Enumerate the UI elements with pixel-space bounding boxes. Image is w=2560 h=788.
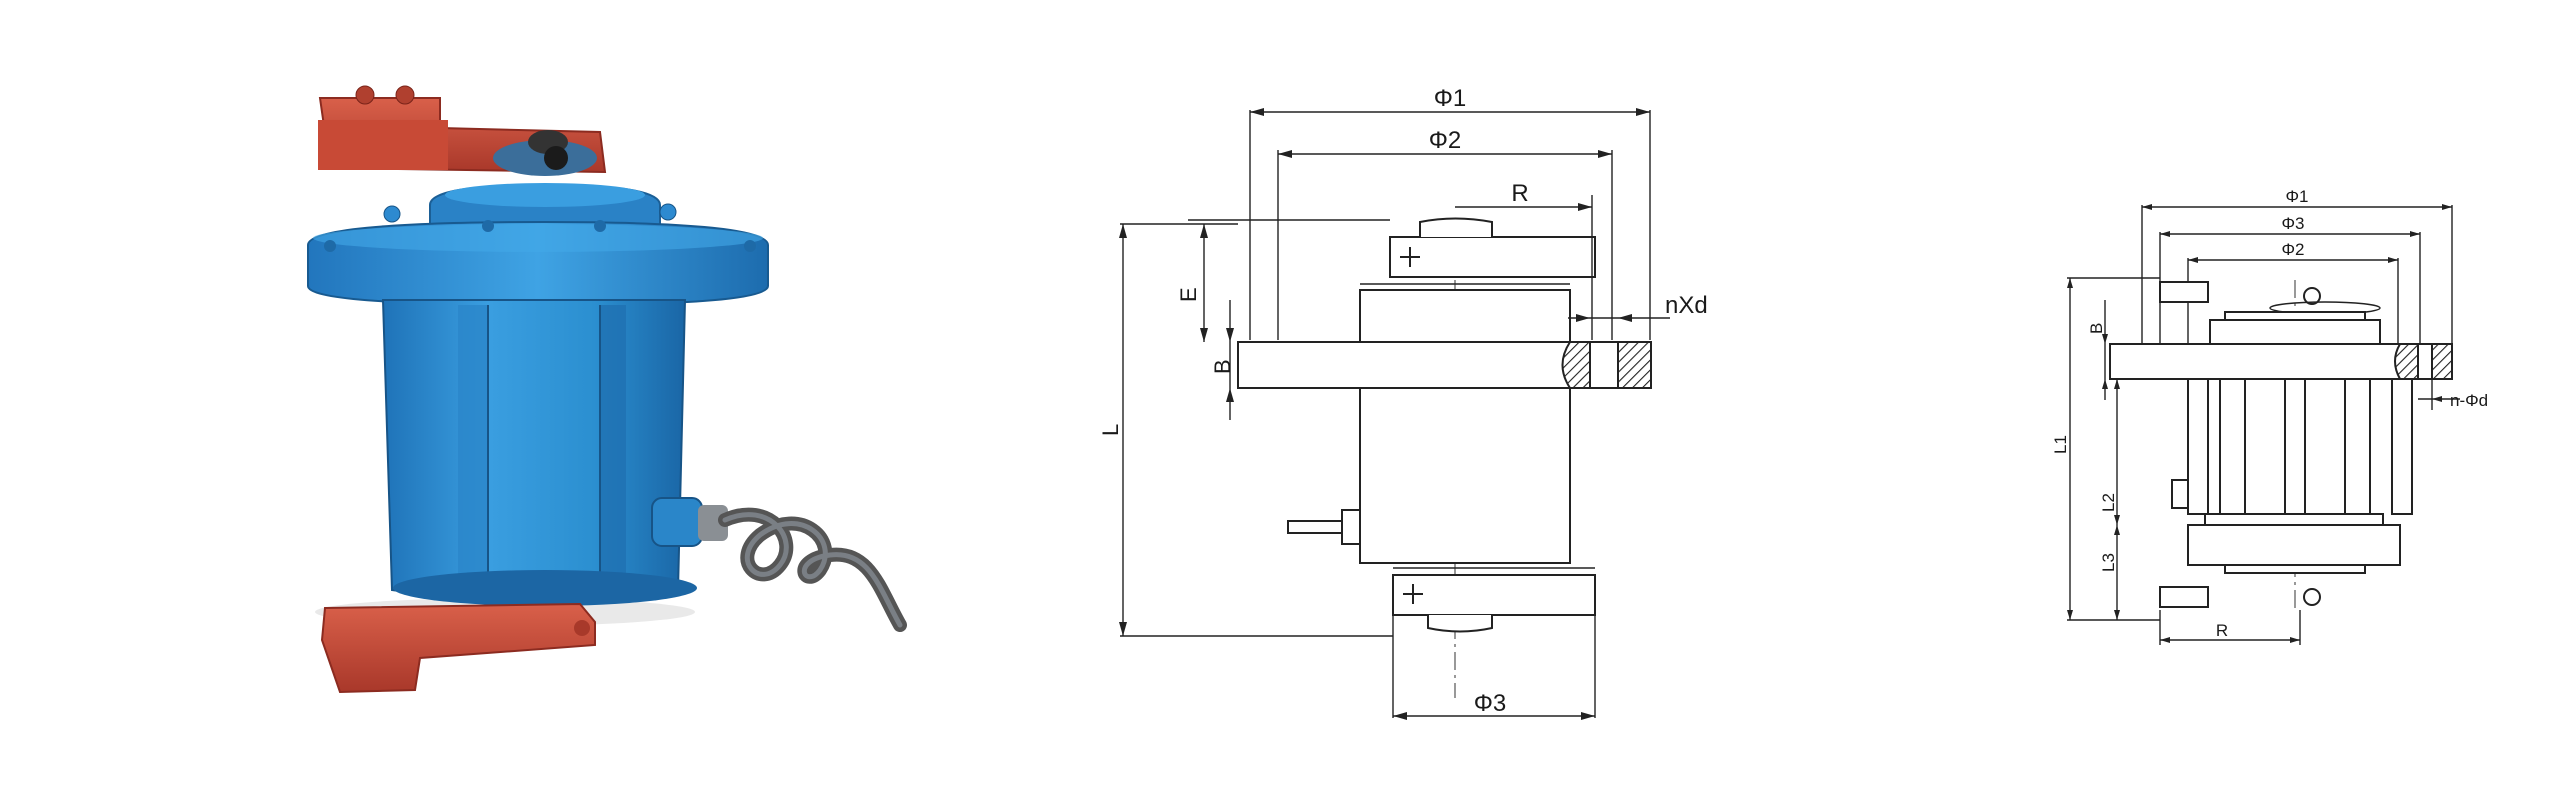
side-l1-label: L1 xyxy=(2051,435,2070,454)
front-view-drawing: Φ1 Φ2 R nXd E B L xyxy=(1098,85,1708,720)
front-b-label: B xyxy=(1210,359,1235,374)
side-l2-label: L2 xyxy=(2099,493,2118,512)
side-phi2-label: Φ2 xyxy=(2281,240,2304,259)
motor-photo xyxy=(307,85,907,694)
front-phi3-label: Φ3 xyxy=(1474,690,1507,717)
side-view-drawing: Φ1 Φ3 Φ2 xyxy=(2051,187,2488,645)
motor-flange xyxy=(307,203,769,307)
power-cable xyxy=(651,497,907,632)
front-r-label: R xyxy=(1511,180,1528,207)
side-phi3-label: Φ3 xyxy=(2281,214,2304,233)
side-phi1-label: Φ1 xyxy=(2285,187,2308,206)
side-holes-label: n-Φd xyxy=(2450,391,2488,410)
front-holes-label: nXd xyxy=(1665,292,1708,319)
side-l3-label: L3 xyxy=(2099,553,2118,572)
top-mounting-arm xyxy=(318,85,607,176)
front-phi2-label: Φ2 xyxy=(1429,127,1462,154)
front-l-label: L xyxy=(1098,424,1123,436)
motor-body xyxy=(381,299,697,606)
bottom-mounting-arm xyxy=(320,602,596,694)
front-e-label: E xyxy=(1176,287,1201,302)
side-r-label: R xyxy=(2216,621,2228,640)
front-phi1-label: Φ1 xyxy=(1434,85,1467,112)
side-b-label: B xyxy=(2087,323,2106,334)
